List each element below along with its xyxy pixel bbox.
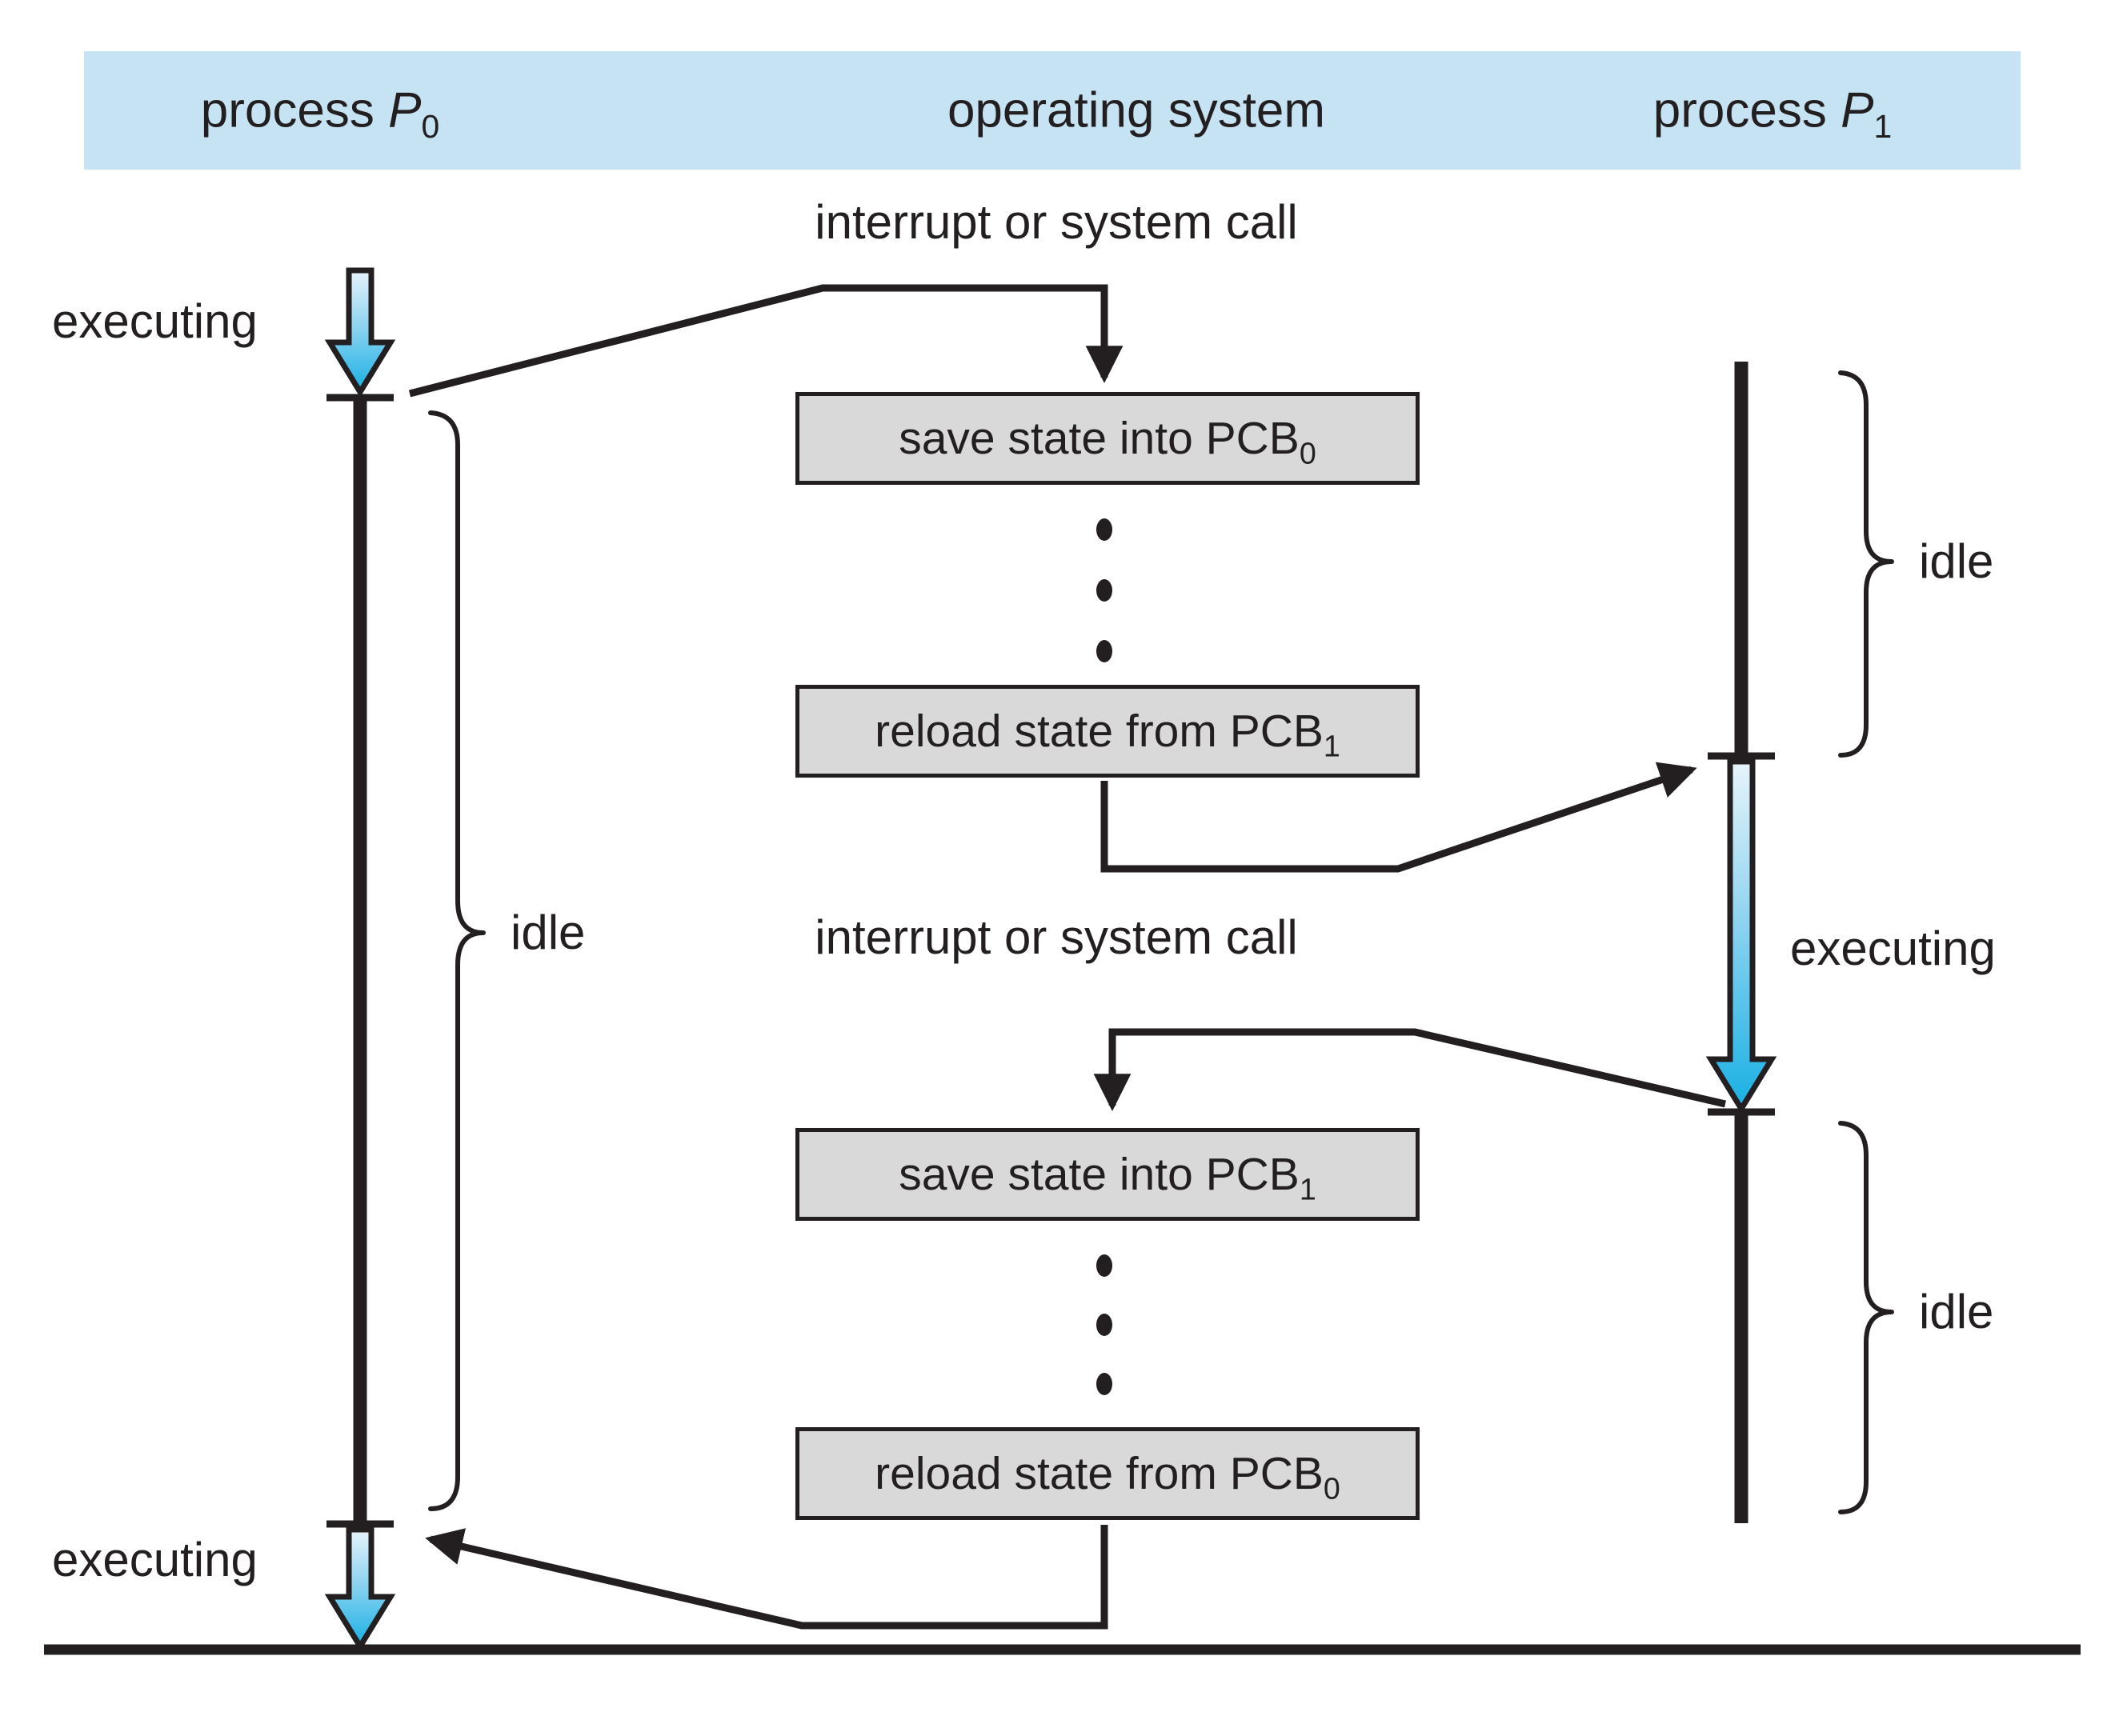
step-reload-state-pcb1: reload state from PCB1 (795, 685, 1420, 778)
label-interrupt-top: interrupt or system call (815, 195, 1298, 249)
arrow-reload-pcb0-to-p0 (425, 1525, 1108, 1630)
p0-symbol: P (388, 82, 422, 138)
p0-executing-arrow-top-icon (324, 267, 396, 398)
p1-executing-arrow-icon (1705, 758, 1777, 1114)
p0-idle-brace (428, 410, 486, 1511)
label-idle-p1-top: idle (1919, 534, 1994, 588)
label-interrupt-middle: interrupt or system call (815, 910, 1298, 964)
p1-idle-brace-bottom (1838, 1121, 1894, 1514)
step-reload-state-pcb0: reload state from PCB0 (795, 1427, 1420, 1520)
ellipsis-dots-upper (1096, 518, 1112, 662)
header-operating-system: operating system (947, 82, 1326, 138)
p1-subscript: 1 (1873, 107, 1893, 145)
p1-symbol: P (1841, 82, 1874, 138)
label-idle-p0: idle (511, 906, 586, 959)
header-band: process P0 operating system process P1 (84, 51, 2021, 170)
label-executing-p1: executing (1790, 922, 1996, 975)
label-idle-p1-bottom: idle (1919, 1285, 1994, 1338)
label-executing-p0-bottom: executing (52, 1533, 258, 1586)
arrow-reload-pcb1-to-p1 (1100, 762, 1697, 873)
p0-subscript: 0 (421, 107, 440, 145)
step-save-state-pcb0: save state into PCB0 (795, 392, 1420, 485)
p1-idle-brace-top (1838, 370, 1894, 758)
label-executing-p0-top: executing (52, 294, 258, 348)
ellipsis-dots-lower (1096, 1254, 1112, 1395)
header-process-p0: process P0 (200, 82, 440, 145)
arrow-p1-to-save-pcb1 (1093, 1028, 1727, 1112)
header-process-p1: process P1 (1652, 82, 1893, 145)
step-save-state-pcb1: save state into PCB1 (795, 1128, 1420, 1221)
p0-executing-arrow-bottom-icon (324, 1526, 396, 1652)
arrow-p0-to-save-pcb0 (408, 284, 1124, 398)
